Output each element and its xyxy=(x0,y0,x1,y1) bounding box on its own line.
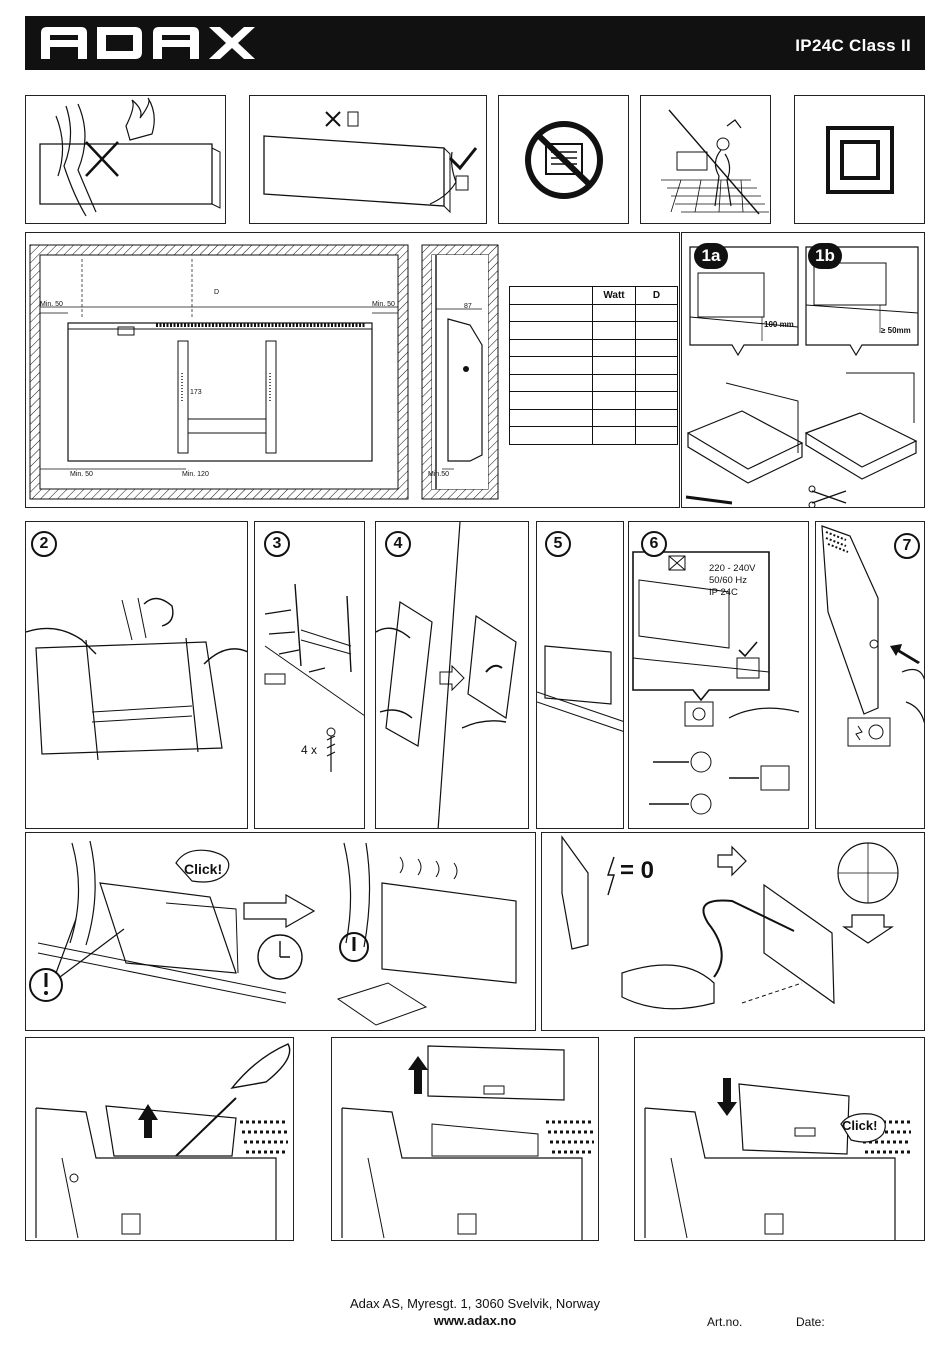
step-7-panel: 7 xyxy=(815,521,925,829)
dim-min-bottom-center: Min. 120 xyxy=(182,471,209,478)
dim-min-side-right: Min. 50 xyxy=(372,301,395,308)
dim-depth: 87 xyxy=(464,303,472,310)
step-5-illustration xyxy=(537,522,624,829)
do-not-cover-panel xyxy=(25,95,226,224)
step-3-badge: 3 xyxy=(264,531,290,557)
step-6-voltage: 220 - 240V xyxy=(709,563,755,574)
step-3-panel: 3 4 x xyxy=(254,521,365,829)
class-ii-double-square-icon xyxy=(795,96,925,224)
step-4-panel: 4 xyxy=(375,521,529,829)
company-address: Adax AS, Myresgt. 1, 3060 Svelvik, Norwa… xyxy=(0,1296,950,1311)
header-bar: IP24C Class II xyxy=(25,16,925,70)
drying-warning-panel: Click! xyxy=(25,832,536,1031)
step-2-illustration xyxy=(26,522,248,829)
click-callout: Click! xyxy=(184,861,222,877)
watt-dimension-table: Watt D xyxy=(509,286,678,445)
table-row xyxy=(510,427,678,445)
protection-class-label: IP24C Class II xyxy=(795,36,911,56)
step-6-badge: 6 xyxy=(641,531,667,557)
table-row xyxy=(510,357,678,375)
step-6-ip-rating: IP 24C xyxy=(709,587,738,598)
filter-insert-panel: Click! xyxy=(634,1037,925,1241)
date-label: Date: xyxy=(796,1315,825,1329)
filter-remove-illustration xyxy=(26,1038,294,1241)
dim-min-bottom-left: Min. 50 xyxy=(70,471,93,478)
power-off-zero: = 0 xyxy=(620,857,654,885)
table-row xyxy=(510,339,678,357)
table-row xyxy=(510,374,678,392)
dim-min-side-left: Min. 50 xyxy=(40,301,63,308)
filter-lift-illustration xyxy=(332,1038,599,1241)
step-1a-badge: 1a xyxy=(694,243,728,269)
step-3-illustration xyxy=(255,522,365,829)
no-bathroom-panel xyxy=(640,95,771,224)
step-1b-badge: 1b xyxy=(808,243,842,269)
step-7-badge: 7 xyxy=(894,533,920,559)
vacuum-cleaning-panel: = 0 xyxy=(541,832,925,1031)
table-header-d: D xyxy=(636,287,678,305)
step-1-illustration xyxy=(682,233,925,508)
table-row xyxy=(510,304,678,322)
table-header-watt: Watt xyxy=(593,287,636,305)
step-6-panel: 6 220 - 240V 50/60 Hz IP 24C xyxy=(628,521,809,829)
dim-side-min-bottom: Min.50 xyxy=(428,471,449,478)
step-2-badge: 2 xyxy=(31,531,57,557)
table-row xyxy=(510,409,678,427)
step-3-quantity: 4 x xyxy=(301,743,317,757)
step-2-panel: 2 xyxy=(25,521,248,829)
socket-placement-panel xyxy=(249,95,487,224)
filter-lift-panel xyxy=(331,1037,599,1241)
filter-remove-panel xyxy=(25,1037,294,1241)
table-row xyxy=(510,392,678,410)
click-callout-insert: Click! xyxy=(842,1118,877,1133)
no-cover-icon xyxy=(499,96,629,224)
socket-placement-illustration xyxy=(250,96,487,224)
table-row xyxy=(510,322,678,340)
step-1a-height-label: 100 mm xyxy=(764,320,794,329)
step-4-illustration xyxy=(376,522,529,829)
dim-width-label: D xyxy=(214,289,219,296)
article-number-label: Art.no. xyxy=(707,1315,742,1329)
step-5-panel: 5 xyxy=(536,521,624,829)
no-shower-illustration xyxy=(641,96,771,224)
drying-warning-illustration xyxy=(26,833,536,1031)
do-not-cover-illustration xyxy=(26,96,226,224)
table-header-cell xyxy=(510,287,593,305)
do-not-cover-symbol-panel xyxy=(498,95,629,224)
step-4-badge: 4 xyxy=(385,531,411,557)
step-7-illustration xyxy=(816,522,925,829)
step-6-frequency: 50/60 Hz xyxy=(709,575,747,586)
dim-bracket-height: 173 xyxy=(190,389,202,396)
table-header-row: Watt D xyxy=(510,287,678,305)
step-1-mounting-panel: 1a 1b 100 mm ≥ 50mm xyxy=(681,232,925,508)
step-1b-height-label: ≥ 50mm xyxy=(881,326,911,335)
vacuum-cleaning-illustration xyxy=(542,833,925,1031)
step-5-badge: 5 xyxy=(545,531,571,557)
adax-logo xyxy=(41,27,256,59)
class-ii-panel xyxy=(794,95,925,224)
filter-insert-illustration xyxy=(635,1038,925,1241)
